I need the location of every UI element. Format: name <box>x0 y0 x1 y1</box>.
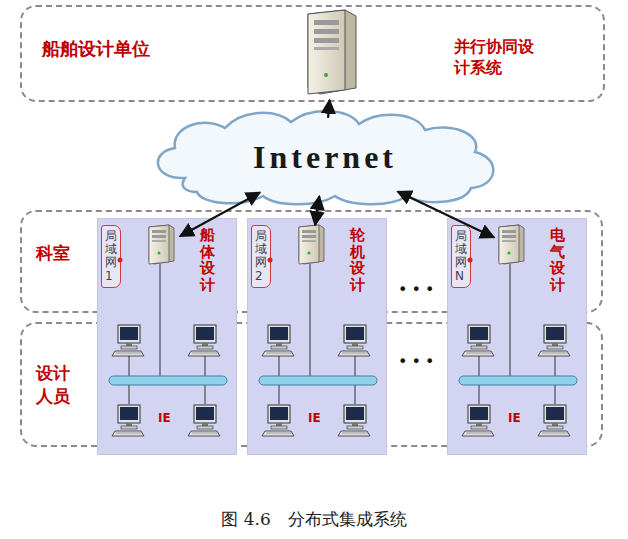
network-link <box>398 192 494 238</box>
browser-label: IE <box>508 411 521 425</box>
lan-name: 局域网N <box>455 230 467 283</box>
lan-name: 局域网1 <box>105 230 117 283</box>
band-title: 科室 <box>36 242 70 265</box>
internet-cloud: Internet <box>145 108 505 206</box>
lan-equipment <box>109 225 227 436</box>
dept-name: 电气设计 <box>550 227 565 293</box>
dept-name: 轮机设计 <box>350 227 365 293</box>
band-title: 设计人员 <box>36 362 75 408</box>
figure-caption: 图 4.6 分布式集成系统 <box>0 508 628 531</box>
lan-label-box: 局域网N <box>451 225 471 288</box>
system-name: 并行协同设计系统 <box>454 37 544 79</box>
cloud-label: Internet <box>145 139 505 176</box>
browser-label: IE <box>158 411 171 425</box>
dept-name: 船体设计 <box>200 227 215 293</box>
lan-name: 局域网2 <box>255 230 267 283</box>
lan-label-box: 局域网2 <box>251 225 271 288</box>
top-server <box>308 10 356 94</box>
network-link <box>180 193 260 237</box>
ellipsis-mark: ••• <box>398 352 438 371</box>
lan-label-box: 局域网1 <box>101 225 121 288</box>
browser-label: IE <box>308 411 321 425</box>
ellipsis-mark: ••• <box>398 280 438 299</box>
network-link <box>328 100 329 118</box>
network-link <box>315 196 319 225</box>
lan-equipment <box>459 225 577 436</box>
lan-equipment <box>259 225 377 436</box>
org-title: 船舶设计单位 <box>42 37 150 61</box>
